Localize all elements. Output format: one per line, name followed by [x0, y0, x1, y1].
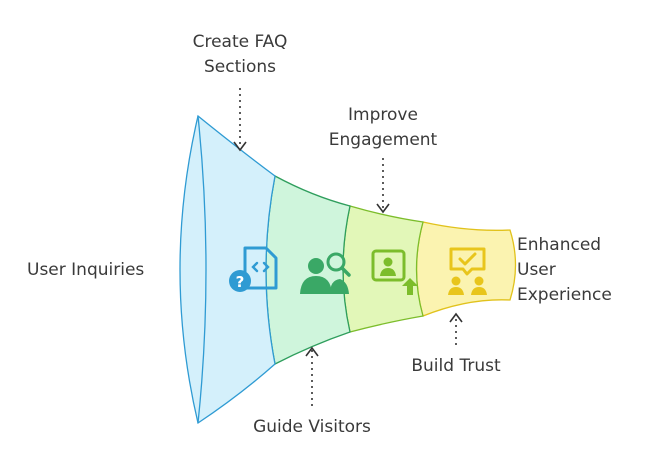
arrow-improve-engagement — [376, 158, 390, 214]
improve-engagement-label-line-2: Engagement — [328, 130, 438, 150]
create-faq-label-line-2: Sections — [203, 57, 277, 77]
funnel-stage-1 — [179, 114, 276, 425]
guide-visitors-label: Guide Visitors — [253, 417, 371, 437]
engagement-profile-icon — [371, 249, 418, 295]
create-faq-label-line-1: Create FAQ — [192, 32, 288, 52]
faq-document-icon: ? — [229, 246, 278, 292]
funnel-mouth-rim — [197, 115, 207, 424]
output-label-line-2: User — [517, 260, 556, 280]
trust-check-icon — [448, 247, 487, 295]
svg-text:?: ? — [236, 273, 245, 291]
funnel-stage-3 — [342, 205, 424, 333]
input-label: User Inquiries — [27, 260, 145, 280]
arrow-guide-visitors — [305, 346, 319, 406]
funnel-stage-4 — [415, 221, 517, 317]
output-label-line-1: Enhanced — [517, 235, 602, 255]
output-label-line-3: Experience — [517, 285, 612, 305]
build-trust-label: Build Trust — [411, 356, 501, 376]
arrow-build-trust — [449, 312, 463, 345]
search-people-icon — [300, 252, 351, 294]
improve-engagement-label-line-1: Improve — [348, 105, 418, 125]
arrow-create-faq — [233, 88, 247, 152]
